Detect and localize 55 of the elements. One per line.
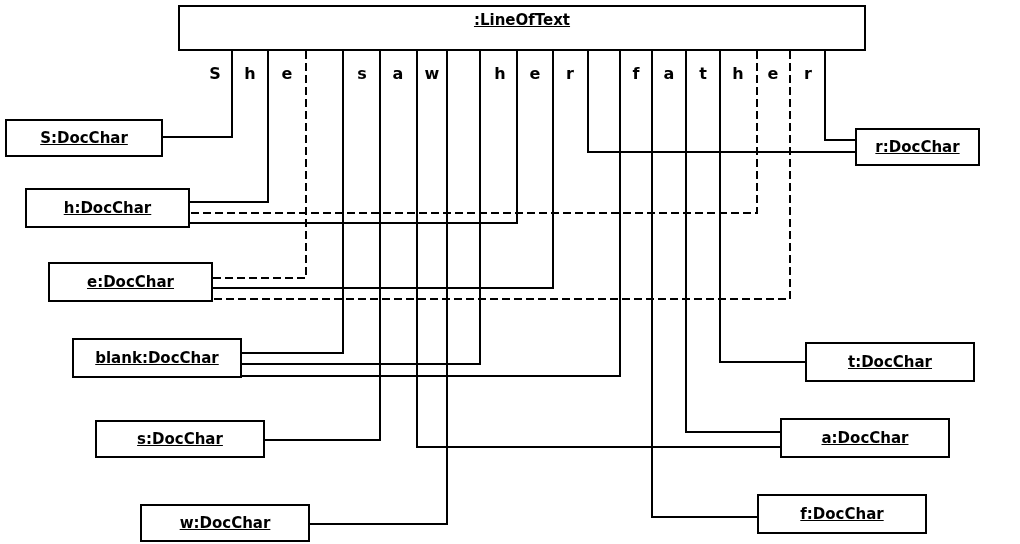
link-line	[162, 50, 233, 138]
character-label: a	[392, 66, 404, 82]
character-label: e	[529, 66, 541, 82]
link-line	[651, 50, 758, 518]
link-line	[264, 50, 381, 441]
character-label: h	[732, 66, 744, 82]
object-box	[72, 338, 242, 378]
character-label: e	[281, 66, 293, 82]
character-label: w	[424, 66, 440, 82]
object-name: s:DocChar	[137, 429, 223, 449]
object-name: h:DocChar	[63, 198, 152, 218]
link-line	[241, 50, 481, 365]
object-name: w:DocChar	[179, 513, 271, 533]
object-name: :LineOfText	[473, 11, 571, 30]
link-line	[189, 50, 758, 214]
character-label: a	[663, 66, 675, 82]
link-line	[189, 50, 518, 224]
character-label: h	[494, 66, 506, 82]
object-box	[780, 418, 950, 458]
object-box	[140, 504, 310, 542]
character-label: e	[767, 66, 779, 82]
link-line	[309, 50, 448, 525]
link-line	[212, 50, 791, 300]
link-line	[212, 50, 554, 289]
link-line	[685, 50, 781, 433]
object-name: r:DocChar	[875, 137, 960, 157]
link-line	[824, 50, 856, 141]
object-name: a:DocChar	[821, 428, 909, 448]
object-name: e:DocChar	[87, 272, 174, 292]
link-line	[212, 50, 307, 279]
object-box	[25, 188, 190, 228]
character-label: s	[357, 66, 367, 82]
object-box	[95, 420, 265, 458]
object-name: blank:DocChar	[95, 348, 219, 368]
link-line	[719, 50, 806, 363]
object-box	[805, 342, 975, 382]
object-box	[178, 5, 866, 51]
link-line	[189, 50, 269, 203]
link-line	[241, 50, 344, 354]
character-label: f	[632, 66, 640, 82]
link-line	[587, 50, 856, 153]
character-label: h	[244, 66, 256, 82]
object-box	[855, 128, 980, 166]
object-box	[5, 119, 163, 157]
link-line	[416, 50, 781, 448]
object-box	[757, 494, 927, 534]
link-line	[241, 50, 621, 377]
character-label: t	[699, 66, 707, 82]
character-label: r	[566, 66, 574, 82]
object-box	[48, 262, 213, 302]
object-name: f:DocChar	[800, 504, 884, 524]
object-name: t:DocChar	[848, 352, 932, 372]
character-label: S	[209, 66, 221, 82]
object-name: S:DocChar	[40, 128, 128, 148]
character-label: r	[804, 66, 812, 82]
